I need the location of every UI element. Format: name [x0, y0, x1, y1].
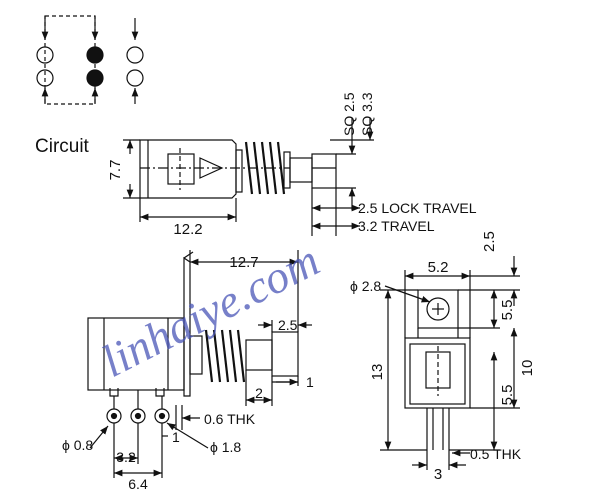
pin-diameter: ϕ 0.8 [62, 437, 93, 453]
hole-diameter: ϕ 2.8 [350, 278, 381, 294]
thickness-front: 0.5 THK [470, 446, 522, 462]
dim-plunger-height: 5.5 [499, 300, 516, 321]
spring [244, 141, 286, 195]
thickness-side: 0.6 THK [204, 411, 256, 427]
dim-sq-large: SQ 3.3 [359, 92, 375, 136]
dim-front-width: 5.2 [428, 259, 449, 276]
lock-travel-label: 2.5 LOCK TRAVEL [358, 200, 477, 216]
contact-open [126, 46, 144, 64]
spring [204, 329, 246, 383]
dim-collar: 2 [255, 385, 263, 401]
contact-open [36, 69, 54, 87]
travel-label: 3.2 TRAVEL [358, 218, 435, 234]
dim-plunger-offset: 1 [306, 374, 314, 390]
dim-sq-small: SQ 2.5 [341, 92, 357, 136]
dim-overall-length: 12.7 [229, 254, 258, 271]
contact-common [86, 69, 104, 87]
pad-diameter: ϕ 1.8 [210, 439, 241, 455]
circuit-diagram: Circuit [35, 15, 144, 157]
front-view [380, 256, 520, 470]
dim-body-height: 10 [519, 360, 536, 377]
dim-front-top: 2.5 [481, 231, 498, 252]
circuit-label: Circuit [35, 136, 90, 157]
contact-open [36, 46, 54, 64]
dim-body-length: 12.2 [173, 221, 202, 238]
dim-pin-height: 5.5 [499, 385, 516, 406]
dim-pin-span: 6.4 [128, 476, 148, 492]
side-view [87, 250, 312, 478]
dim-height-label: 7.7 [107, 160, 124, 181]
dim-total-height: 13 [369, 364, 386, 381]
dim-pin-edge: 1 [172, 429, 180, 445]
contact-common [86, 46, 104, 64]
contact-open [126, 69, 144, 87]
dim-pin-spacing: 3 [434, 466, 442, 483]
top-view [123, 118, 374, 236]
dim-pin-pitch: 3.2 [116, 449, 136, 465]
dim-plunger-length: 2.5 [278, 317, 298, 333]
